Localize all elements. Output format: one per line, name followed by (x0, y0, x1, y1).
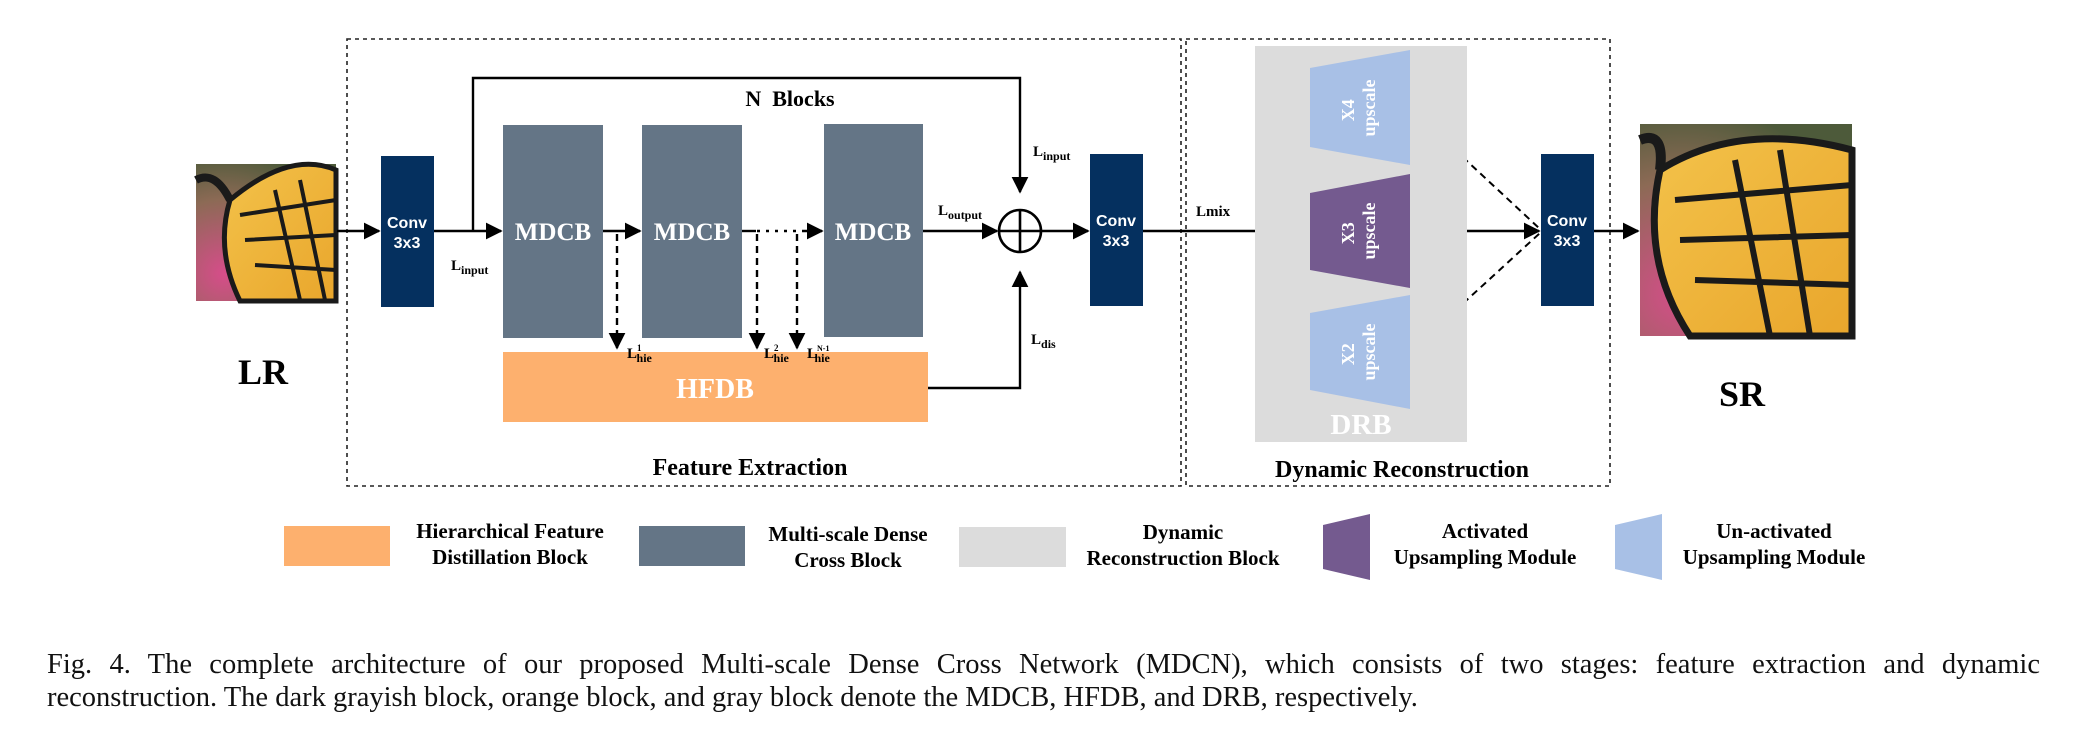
conv-label-line2: 3x3 (394, 235, 421, 252)
conv-block-middle: Conv 3x3 (1090, 154, 1143, 306)
caption-line-2: reconstruction. The dark grayish block, … (47, 682, 1418, 713)
hfdb-label: HFDB (676, 374, 754, 405)
legend-text-line1: Multi-scale Dense (768, 522, 927, 546)
upscale-module-x4: X4 upscale (1310, 50, 1410, 165)
l-output-label: Loutput (938, 203, 982, 222)
n-blocks-label: N Blocks (745, 86, 835, 111)
upscale-module-x3[interactable]: X3 upscale (1310, 174, 1410, 288)
dynamic-reconstruction-frame (1185, 38, 1611, 487)
legend-item-drb: Dynamic Reconstruction Block (959, 520, 1280, 570)
legend-swatch-drb (959, 527, 1066, 567)
mdcb-label: MDCB (654, 219, 730, 246)
legend-item-activated: Activated Upsampling Module (1323, 514, 1576, 580)
caption-line-1: Fig. 4. The complete architecture of our… (47, 649, 2040, 680)
legend-item-unactivated: Un-activated Upsampling Module (1615, 514, 1865, 580)
l-input-label-right: Linput (1033, 144, 1070, 163)
upscale-text: X4 upscale (1338, 79, 1379, 136)
conv-block-input: Conv 3x3 (381, 156, 434, 307)
lr-label: LR (238, 352, 289, 392)
conv-label-line1: Conv (1096, 213, 1136, 230)
legend-text-line2: Upsampling Module (1683, 545, 1866, 569)
legend: Hierarchical Feature Distillation Block … (284, 514, 1865, 580)
dynamic-reconstruction-label: Dynamic Reconstruction (1275, 457, 1529, 483)
conv-block-output: Conv 3x3 (1541, 154, 1594, 306)
legend-item-mdcb: Multi-scale Dense Cross Block (639, 522, 928, 572)
upscale-module-x2: X2 upscale (1310, 295, 1410, 409)
upscale-text: X3 upscale (1338, 202, 1379, 259)
mdcb-label: MDCB (515, 219, 591, 246)
sr-image (1638, 124, 1856, 340)
feature-extraction-frame (346, 38, 1182, 487)
drb-label: DRB (1330, 409, 1391, 441)
legend-swatch-hfdb (284, 526, 390, 566)
figure-caption: Fig. 4. The complete architecture of our… (47, 648, 2040, 714)
legend-text-line1: Activated (1442, 519, 1529, 543)
legend-swatch-unactivated (1615, 514, 1662, 580)
mdcb-block-2: MDCB (642, 125, 742, 338)
legend-text-line1: Un-activated (1716, 519, 1832, 543)
sr-label: SR (1719, 374, 1766, 414)
hfdb-block: HFDB (503, 352, 928, 422)
legend-swatch-activated (1323, 514, 1370, 580)
conv-label-line2: 3x3 (1103, 233, 1130, 250)
l-dis-label: Ldis (1031, 332, 1056, 351)
l-input-label-left: Linput (451, 258, 488, 277)
mdcb-label: MDCB (835, 219, 911, 246)
legend-text-line1: Hierarchical Feature (416, 519, 604, 543)
feature-extraction-label: Feature Extraction (653, 455, 848, 481)
conv-label-line1: Conv (1547, 213, 1587, 230)
legend-item-hfdb: Hierarchical Feature Distillation Block (284, 519, 604, 569)
sum-node (997, 208, 1043, 254)
hierarchical-taps (608, 234, 806, 350)
mdcb-block-n: MDCB (824, 124, 923, 337)
legend-text-line2: Reconstruction Block (1086, 546, 1279, 570)
conv-label-line1: Conv (387, 215, 427, 232)
legend-text-line2: Cross Block (794, 548, 902, 572)
legend-swatch-mdcb (639, 526, 745, 566)
lr-image (194, 161, 339, 304)
legend-text-line2: Upsampling Module (1394, 545, 1577, 569)
legend-text-line2: Distillation Block (432, 545, 588, 569)
legend-text-line1: Dynamic (1143, 520, 1224, 544)
lmix-label: Lmix (1196, 204, 1231, 220)
upscale-text: X2 upscale (1338, 323, 1379, 380)
conv-label-line2: 3x3 (1554, 233, 1581, 250)
mdcb-block-1: MDCB (503, 125, 603, 338)
